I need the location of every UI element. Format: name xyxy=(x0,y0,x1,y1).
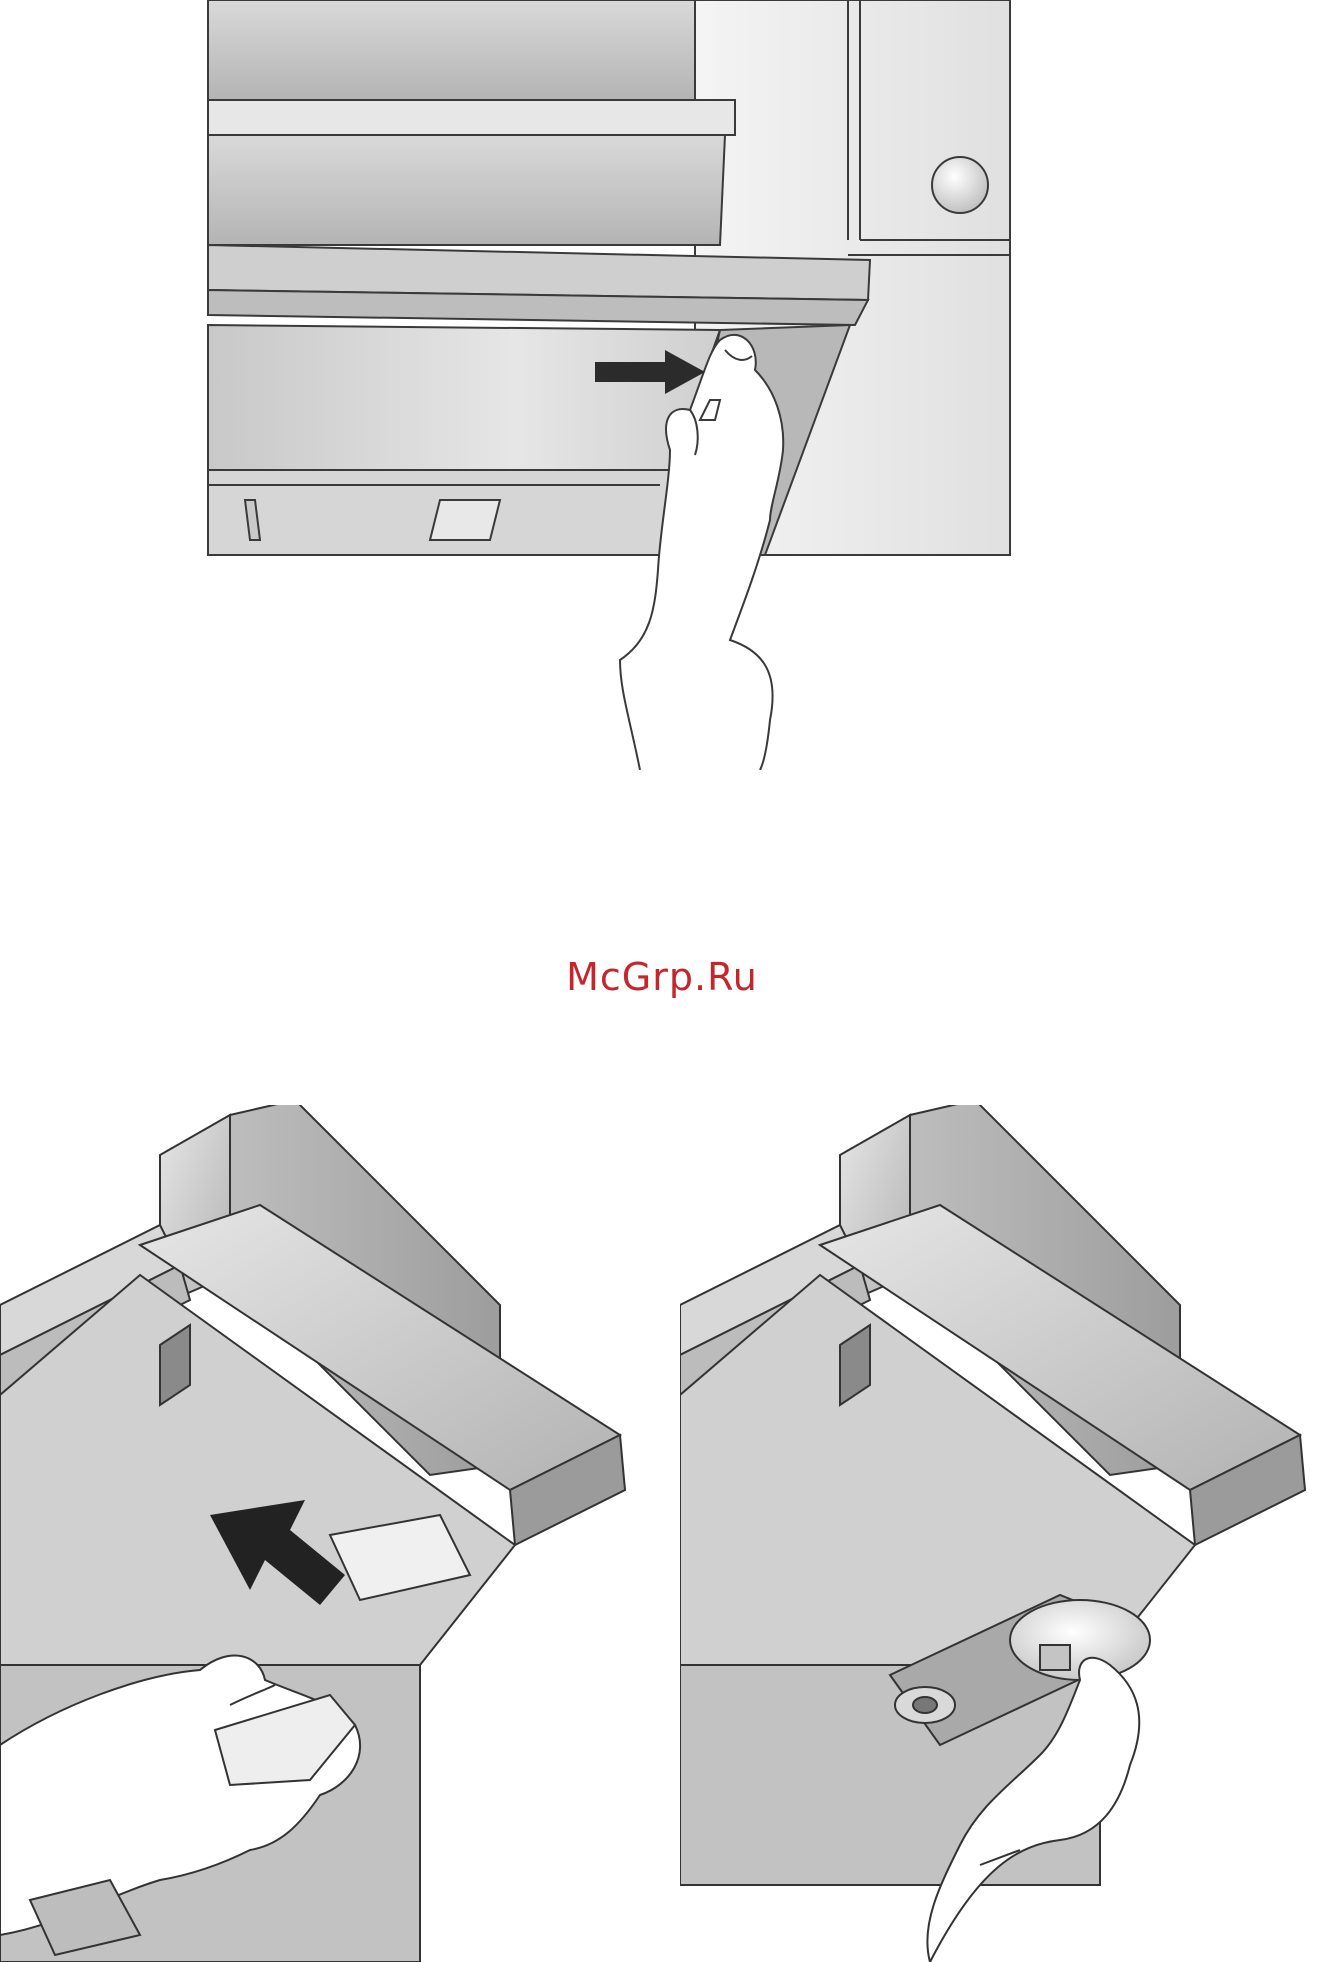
watermark-text: McGrp.Ru xyxy=(0,955,1324,999)
illustration-remove-filter xyxy=(200,0,1020,770)
illustration-insert-filter xyxy=(0,1105,640,1962)
illustration-replace-bulb xyxy=(680,1105,1324,1962)
